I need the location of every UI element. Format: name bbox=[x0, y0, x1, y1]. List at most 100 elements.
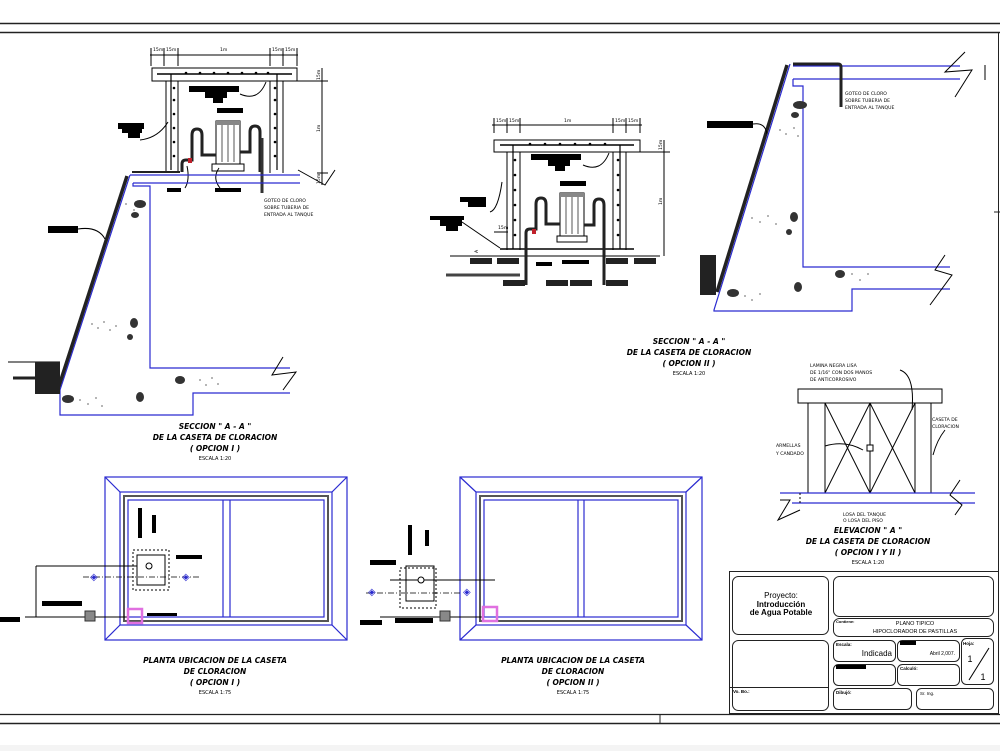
fecha-value: Abril 2,007. bbox=[930, 651, 955, 657]
meter-icon bbox=[439, 610, 451, 622]
dim-label: 15m bbox=[496, 118, 507, 124]
section-opcion-2: 15m 15m 1m 15m 15m 15m bbox=[430, 118, 752, 377]
note-line: O LOSA DEL PISO bbox=[843, 518, 883, 524]
dim-label: 15m bbox=[509, 118, 520, 124]
chlorine-drip-note: GOTEO DE CLORO SOBRE TUBERIA DE ENTRADA … bbox=[264, 198, 314, 218]
hoja-number: 1 bbox=[967, 654, 972, 664]
note-line: CLORACION bbox=[932, 424, 959, 430]
dim-label: 15m bbox=[153, 47, 164, 53]
elevation-a: LAMINA NEGRA LISA DE 1/16" CON DOS MANOS… bbox=[775, 363, 975, 566]
tank-wall-right: GOTEO DE CLORO SOBRE TUBERIA DE ENTRADA … bbox=[700, 51, 986, 312]
dimension-line-top: 15m 15m 1m 15m 15m bbox=[150, 47, 298, 66]
section-2-caption: SECCION " A - A " DE LA CASETA DE CLORAC… bbox=[627, 337, 752, 377]
manhole-marker bbox=[126, 607, 144, 625]
caption-title: ELEVACION " A " bbox=[834, 526, 902, 535]
contiene-value: PLANO TIPICO bbox=[896, 621, 935, 627]
note-line: ENTRADA AL TANQUE bbox=[264, 212, 314, 218]
caption-line: DE CLORACION bbox=[184, 667, 247, 676]
hoja-box bbox=[961, 638, 994, 685]
chlorination-booth: 15m 1m 15m A bbox=[450, 139, 670, 257]
dim-label: 15m bbox=[316, 69, 322, 80]
section-view-eye-icon: ◈ bbox=[368, 587, 376, 598]
vobo-box bbox=[732, 640, 829, 711]
caption-title: PLANTA UBICACION DE LA CASETA bbox=[501, 656, 645, 665]
caption-title: SECCION " A - A " bbox=[179, 422, 252, 431]
caption-line: ( OPCION I ) bbox=[190, 678, 240, 687]
section-1-caption: SECCION " A - A " DE LA CASETA DE CLORAC… bbox=[153, 422, 278, 462]
note-line: SOBRE TUBERIA DE bbox=[845, 98, 890, 104]
section-marker-a: A bbox=[474, 249, 480, 253]
calculo-box bbox=[897, 664, 960, 686]
escala-label: Escala: bbox=[836, 642, 852, 647]
section-view-eye-icon: ◈ bbox=[90, 572, 98, 583]
note-line: DE 1/16" CON DOS MANOS bbox=[810, 370, 872, 376]
dim-label: 15m bbox=[272, 47, 283, 53]
revisado-box bbox=[833, 664, 896, 686]
caption-line: DE LA CASETA DE CLORACION bbox=[627, 348, 752, 357]
dim-label: 1m bbox=[316, 124, 322, 132]
ing-label: Sr. Ing. bbox=[920, 691, 934, 696]
dibujo-label: Dibujó: bbox=[836, 690, 852, 695]
caption-scale: ESCALA 1:75 bbox=[199, 690, 231, 696]
caption-title: PLANTA UBICACION DE LA CASETA bbox=[143, 656, 287, 665]
note-line: Y CANDADO bbox=[775, 451, 804, 457]
caption-line: DE LA CASETA DE CLORACION bbox=[153, 433, 278, 442]
note-line: DE ANTICORROSIVO bbox=[810, 377, 857, 383]
project-label: Proyecto: bbox=[764, 591, 798, 600]
dim-label: 15m bbox=[166, 47, 177, 53]
fecha-box bbox=[897, 640, 960, 662]
escala-box bbox=[833, 640, 896, 662]
valve-icon bbox=[532, 229, 536, 234]
dim-label: 15m bbox=[615, 118, 626, 124]
caption-title: SECCION " A - A " bbox=[653, 337, 726, 346]
calculo-label: Calculó: bbox=[900, 666, 918, 671]
dimension-line-top: 15m 15m 1m 15m 15m bbox=[492, 118, 642, 133]
caption-line: ( OPCION II ) bbox=[662, 359, 715, 368]
meter-icon bbox=[84, 610, 96, 622]
contiene-value: HIPOCLORADOR DE PASTILLAS bbox=[873, 629, 958, 635]
dim-label: 15m bbox=[316, 173, 322, 184]
note-line: CASETA DE bbox=[932, 417, 958, 423]
section-view-eye-icon: ◈ bbox=[463, 587, 471, 598]
caption-line: DE LA CASETA DE CLORACION bbox=[806, 537, 931, 546]
project-name: de Agua Potable bbox=[750, 608, 813, 617]
caption-scale: ESCALA 1:20 bbox=[673, 371, 705, 377]
caption-scale: ESCALA 1:20 bbox=[199, 456, 231, 462]
note-line: LAMINA NEGRA LISA bbox=[810, 363, 858, 369]
caption-scale: ESCALA 1:20 bbox=[852, 560, 884, 566]
project-box bbox=[732, 576, 829, 635]
contiene-box bbox=[833, 618, 994, 637]
hypochlorinator-unit bbox=[118, 81, 267, 193]
project-name: Introducción bbox=[757, 600, 806, 609]
escala-value: Indicada bbox=[862, 649, 893, 658]
dim-label: 1m bbox=[564, 118, 572, 124]
hoja-total: 1 bbox=[980, 672, 985, 682]
contiene-label: Contiene: bbox=[836, 619, 854, 624]
note-line: ENTRADA AL TANQUE bbox=[845, 105, 895, 111]
dim-label: 15m bbox=[285, 47, 296, 53]
padlock-icon bbox=[866, 444, 874, 452]
note-line: GOTEO DE CLORO bbox=[845, 91, 887, 97]
note-line: GOTEO DE CLORO bbox=[264, 198, 306, 204]
manhole-marker bbox=[481, 605, 499, 623]
note-line: LOSA DEL TANQUE bbox=[843, 512, 886, 518]
dim-label: 1m bbox=[658, 197, 664, 205]
tank-wall bbox=[8, 169, 336, 416]
dibujo-box bbox=[833, 688, 912, 710]
hoja-label: Hoja: bbox=[963, 641, 975, 646]
logo-box bbox=[833, 576, 994, 617]
viewer-bottom-bar bbox=[0, 745, 1000, 751]
caption-scale: ESCALA 1:75 bbox=[557, 690, 589, 696]
caption-line: DE CLORACION bbox=[542, 667, 605, 676]
caption-line: ( OPCION II ) bbox=[546, 678, 599, 687]
dim-label: 15m bbox=[498, 225, 509, 231]
plan-opcion-1: ◈ ◈ PLANTA UBICACION DE LA CASETA DE CLO… bbox=[0, 476, 348, 696]
hypochlorinator-unit bbox=[430, 152, 656, 286]
dim-label: 1m bbox=[220, 47, 228, 53]
note-line: SOBRE TUBERIA DE bbox=[264, 205, 309, 211]
note-line: ARMELLAS bbox=[776, 443, 801, 449]
valve-icon bbox=[188, 158, 192, 163]
vobo-label: Vo. Bo.: bbox=[733, 689, 750, 694]
chlorination-booth: 15m 1m 15m bbox=[151, 67, 328, 185]
